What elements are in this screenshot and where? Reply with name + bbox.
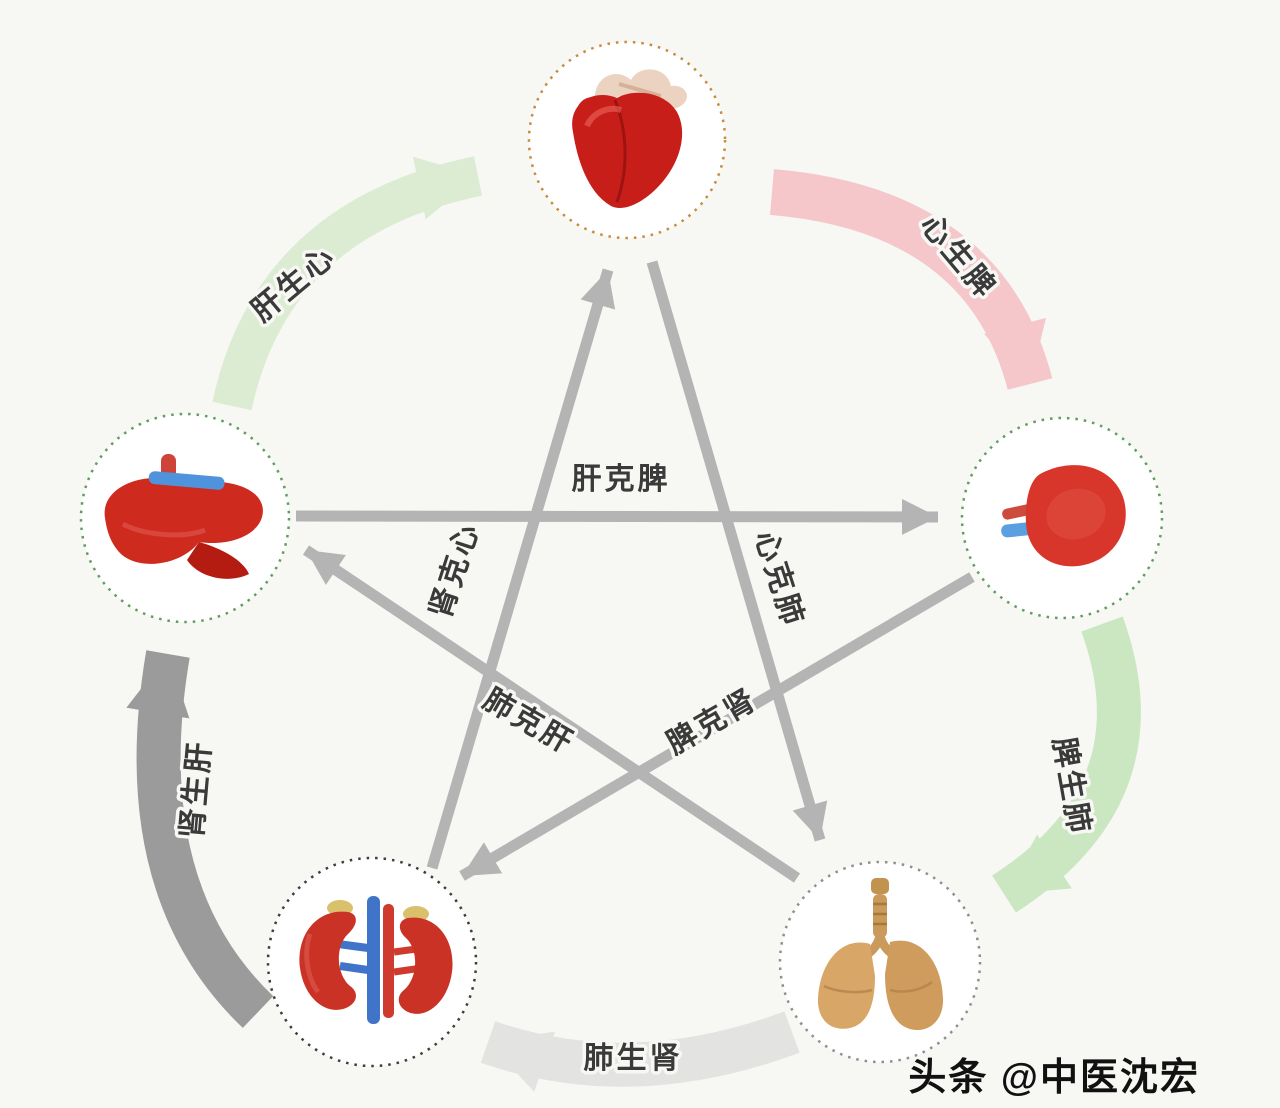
liver-icon	[104, 454, 263, 579]
label-kidney-generates-liver: 肾生肝	[176, 738, 218, 839]
arrow-spleen-overcomes-kidney	[459, 572, 975, 881]
label-liver-overcomes-spleen: 肝克脾	[572, 463, 671, 496]
liver-node	[79, 412, 291, 624]
arrow-heart-generates-spleen	[770, 169, 1053, 391]
kidney-node	[266, 856, 478, 1068]
arrow-spleen-generates-lung	[991, 616, 1141, 913]
arrow-lung-overcomes-liver	[302, 545, 801, 883]
arrow-kidney-generates-liver	[126, 650, 274, 1028]
heart-node	[527, 40, 727, 240]
label-spleen-generates-lung: 脾生肺	[1047, 735, 1097, 838]
arrow-liver-overcomes-spleen	[295, 498, 939, 535]
lung-node	[778, 860, 982, 1064]
kidneys-icon	[299, 896, 453, 1024]
watermark-text: 头条 @中医沈宏	[908, 1057, 1200, 1099]
heart-icon	[572, 69, 688, 208]
arrow-lung-generates-kidney	[480, 1011, 800, 1092]
lungs-icon	[817, 878, 944, 1031]
label-kidney-overcomes-heart: 肾克心	[424, 518, 486, 622]
arrow-kidney-overcomes-heart	[426, 268, 616, 870]
spleen-node	[960, 416, 1164, 620]
arrow-liver-generates-heart	[212, 156, 483, 411]
label-spleen-overcomes-kidney: 脾克肾	[661, 683, 763, 761]
label-lung-generates-kidney: 肺生肾	[584, 1042, 683, 1075]
arrow-heart-overcomes-lung	[646, 260, 828, 842]
spleen-icon	[1001, 465, 1126, 567]
